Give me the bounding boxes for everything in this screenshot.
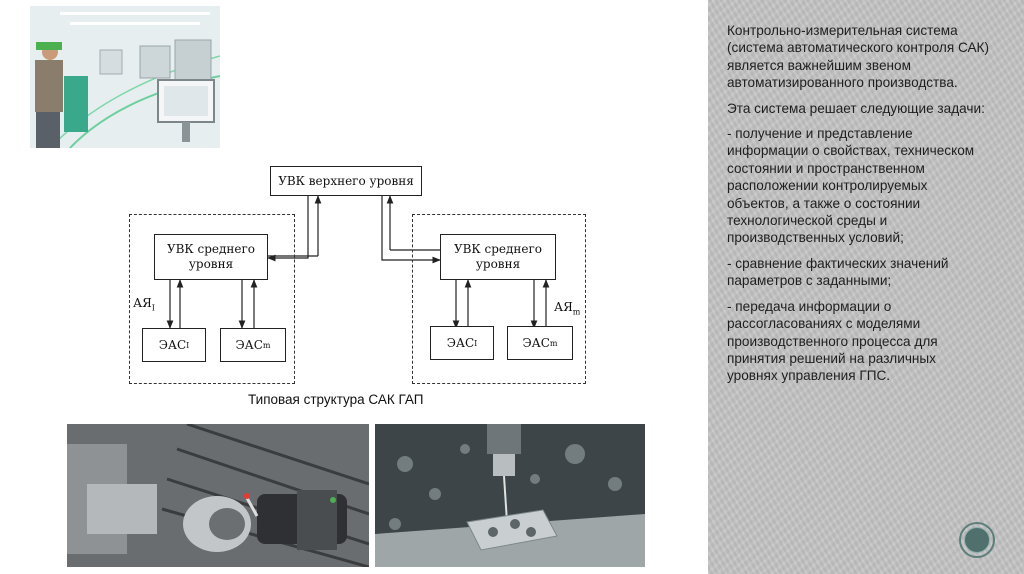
right-ay-sub: m — [572, 307, 581, 317]
left-ay-label: АЯI — [133, 296, 155, 312]
lathe-probe-photo — [67, 424, 369, 567]
top-level-uvk-label: УВК верхнего уровня — [278, 173, 414, 188]
diagram-caption: Типовая структура САК ГАП — [248, 392, 424, 407]
left-eas-1-text: ЭАС — [158, 337, 187, 352]
diagram-connectors — [166, 195, 550, 329]
side-text: Контрольно-измерительная система (систем… — [727, 22, 989, 393]
side-paragraph-5: - передача информации о рассогласованиях… — [727, 298, 938, 384]
right-mid-uvk-box: УВК среднего уровня — [440, 234, 556, 280]
left-eas-1-sub: I — [186, 340, 190, 350]
left-mid-uvk-box: УВК среднего уровня — [154, 234, 268, 280]
left-eas-m-text: ЭАС — [235, 337, 263, 352]
right-mid-uvk-line2: уровня — [475, 257, 521, 271]
right-eas-1-text: ЭАС — [446, 335, 475, 350]
factory-photo — [30, 6, 220, 148]
side-panel — [708, 0, 1024, 574]
cmm-probe-photo — [375, 424, 645, 567]
side-paragraph-3: - получение и представление информации о… — [727, 126, 975, 246]
top-level-uvk-box: УВК верхнего уровня — [270, 166, 422, 196]
right-ay-label: АЯm — [554, 300, 580, 316]
left-mid-uvk-line1: УВК среднего — [166, 242, 256, 256]
sak-structure-diagram: УВК верхнего уровня УВК среднего уровня … — [120, 160, 600, 420]
right-eas-m-sub: m — [549, 338, 558, 348]
left-eas-m-sub: m — [262, 340, 271, 350]
slide-badge-icon[interactable] — [959, 522, 995, 558]
right-mid-uvk-line1: УВК среднего — [453, 242, 543, 256]
right-ay-text: АЯ — [554, 300, 573, 314]
right-eas-m-text: ЭАС — [522, 335, 550, 350]
right-eas-1-sub: I — [474, 338, 478, 348]
left-ay-sub: I — [151, 303, 155, 313]
left-mid-uvk-line2: уровня — [188, 257, 234, 271]
left-subsystem-frame — [129, 214, 295, 384]
side-paragraph-2: Эта система решает следующие задачи: — [727, 100, 985, 116]
slide-badge-inner-icon — [964, 527, 990, 553]
side-paragraph-4: - сравнение фактических значений парамет… — [727, 255, 949, 289]
left-ay-text: АЯ — [133, 296, 152, 310]
side-paragraph-1: Контрольно-измерительная система (систем… — [727, 23, 989, 91]
right-subsystem-frame — [412, 214, 586, 384]
